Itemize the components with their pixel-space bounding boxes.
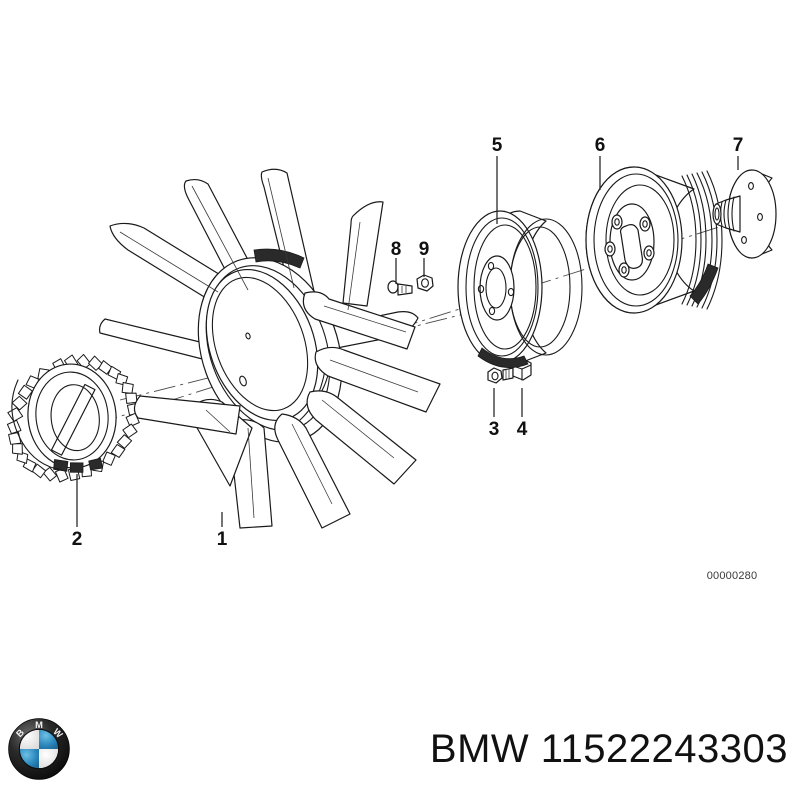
part-2-fan-coupling-ring	[6, 353, 140, 483]
callout-leader-lines	[76, 156, 739, 527]
callout-label-8: 8	[390, 239, 402, 260]
part-5-pulley-plain	[457, 210, 583, 368]
callout-label-1: 1	[216, 529, 228, 550]
part-3-washer	[487, 367, 503, 384]
footer-part-number: BMW 11522243303	[429, 727, 788, 771]
logo-letter-m: M	[35, 720, 43, 730]
footer-bar	[0, 700, 800, 800]
diagram-reference-code: 00000280	[706, 570, 758, 582]
callout-label-9: 9	[418, 239, 430, 260]
callout-label-5: 5	[491, 135, 503, 156]
callout-label-7: 7	[732, 135, 744, 156]
callout-label-6: 6	[594, 135, 606, 156]
callout-label-3: 3	[488, 419, 500, 440]
part-9-nut-washer	[416, 274, 434, 292]
callout-label-2: 2	[71, 529, 83, 550]
bmw-roundel-logo: B M W	[8, 718, 70, 780]
part-1-cooling-fan	[98, 168, 441, 529]
callout-label-4: 4	[516, 419, 528, 440]
part-6-pulley-ribbed	[585, 166, 723, 314]
part-8-bolt-small	[387, 280, 413, 296]
part-7-fan-hub-flange	[712, 169, 777, 259]
